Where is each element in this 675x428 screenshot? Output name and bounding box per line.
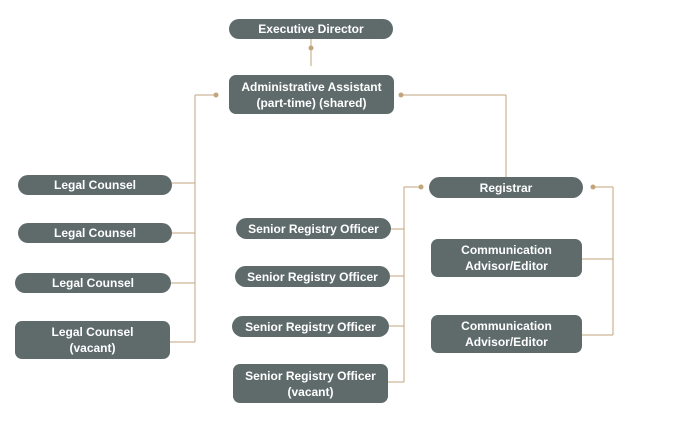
- executive-director-box: Executive Director: [229, 19, 393, 39]
- registrar-box: Registrar: [429, 177, 583, 198]
- communication-advisor-box-2: Communication Advisor/Editor: [431, 315, 582, 353]
- legal-counsel-box-1: Legal Counsel: [18, 175, 172, 195]
- legal-counsel-vacant-box: Legal Counsel (vacant): [15, 321, 170, 359]
- senior-registry-officer-vacant-box: Senior Registry Officer (vacant): [233, 364, 388, 403]
- senior-registry-officer-label: Senior Registry Officer (vacant): [245, 368, 376, 399]
- communication-advisor-label: Communication Advisor/Editor: [461, 243, 552, 273]
- legal-counsel-label: Legal Counsel: [53, 178, 136, 192]
- administrative-assistant-box: Administrative Assistant (part-time) (sh…: [229, 75, 394, 114]
- legal-counsel-label: Legal Counsel: [51, 276, 134, 290]
- senior-registry-officer-label: Senior Registry Officer: [248, 221, 379, 236]
- legal-counsel-box-2: Legal Counsel: [18, 223, 172, 243]
- legal-counsel-label: Legal Counsel: [53, 226, 136, 240]
- senior-registry-officer-box-3: Senior Registry Officer: [232, 316, 389, 337]
- executive-director-label: Executive Director: [258, 22, 364, 36]
- communication-advisor-box-1: Communication Advisor/Editor: [431, 239, 582, 277]
- communication-advisor-label: Communication Advisor/Editor: [461, 319, 552, 349]
- registrar-label: Registrar: [479, 180, 533, 195]
- legal-counsel-box-3: Legal Counsel: [15, 273, 171, 293]
- senior-registry-officer-label: Senior Registry Officer: [247, 269, 378, 284]
- senior-registry-officer-box-2: Senior Registry Officer: [235, 266, 390, 287]
- senior-registry-officer-box-1: Senior Registry Officer: [236, 218, 391, 239]
- legal-counsel-label: Legal Counsel (vacant): [51, 325, 134, 355]
- senior-registry-officer-label: Senior Registry Officer: [245, 319, 376, 334]
- administrative-assistant-label: Administrative Assistant (part-time) (sh…: [241, 79, 382, 110]
